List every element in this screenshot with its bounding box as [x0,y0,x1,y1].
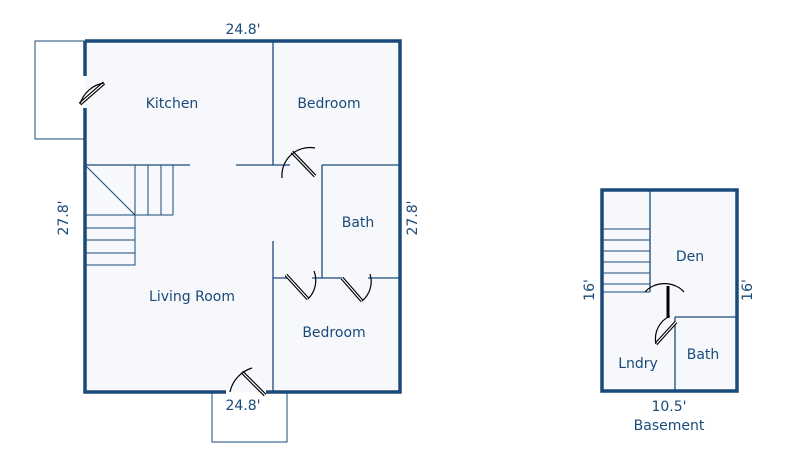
room-label-basement-bath: Bath [687,347,720,363]
room-label-kitchen: Kitchen [146,96,199,112]
bedroom-top-door [281,146,317,179]
front-porch [211,392,288,443]
interior-walls [85,41,400,392]
den-door [644,283,685,318]
basement-stairs [602,228,650,293]
room-label-bath: Bath [342,215,375,231]
basement-dimension-bottom: 10.5' [651,399,686,415]
main-exterior-walls [83,39,402,394]
main-floor-area [85,41,400,392]
kitchen-bumpout [34,40,85,140]
main-floor-plan: Kitchen Bedroom Bath Living Room Bedroom… [34,22,421,443]
basement-dimension-left: 16' [582,279,598,301]
room-label-laundry: Lndry [618,356,658,372]
basement-plan: Den Lndry Bath 10.5' Basement 16' 16' [582,188,756,434]
room-label-bedroom-top: Bedroom [297,96,360,112]
kitchen-door [78,81,106,106]
room-label-living-room: Living Room [149,289,235,305]
basement-exterior-walls [600,188,739,393]
front-door [229,367,267,397]
basement-bath-door [654,315,678,346]
room-label-den: Den [676,249,704,265]
basement-dimension-right: 16' [740,279,756,301]
dimension-bottom: 24.8' [225,398,260,414]
dimension-top: 24.8' [225,22,260,38]
dimension-right: 27.8' [405,200,421,235]
bath-door [340,273,372,303]
basement-interior-walls [649,190,737,391]
main-stairs [84,164,174,266]
basement-title: Basement [634,418,705,434]
dimension-left: 27.8' [56,200,72,235]
room-label-bedroom-bottom: Bedroom [302,325,365,341]
bedroom-bottom-left-door [284,270,317,301]
